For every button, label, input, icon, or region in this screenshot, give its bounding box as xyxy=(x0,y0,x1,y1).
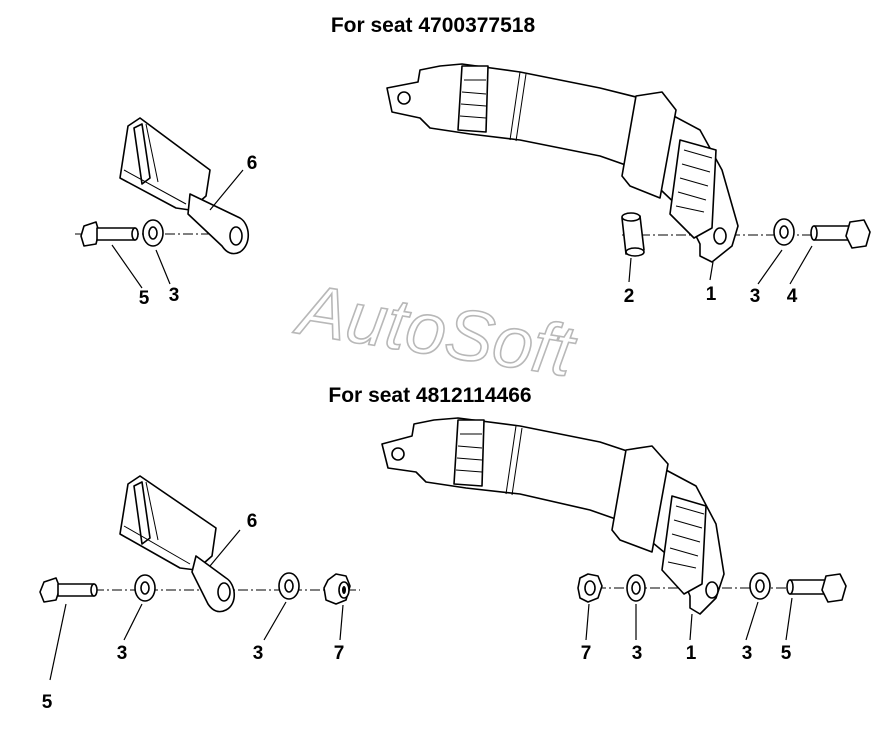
washer-part xyxy=(278,572,300,600)
callout-top-left-washer: 3 xyxy=(169,285,180,306)
buckle-part xyxy=(119,475,236,613)
washer-part xyxy=(626,574,646,602)
callout-top-left-bolt: 5 xyxy=(139,288,150,309)
belt-part xyxy=(386,63,739,263)
callout-bottom-left-nut: 7 xyxy=(334,643,345,664)
buckle-part xyxy=(119,117,250,255)
callout-top-right-bolt: 4 xyxy=(787,286,798,307)
spacer-part xyxy=(621,212,645,257)
belt-part xyxy=(381,417,725,615)
callout-top-right-washer: 3 xyxy=(750,286,761,307)
nut-part xyxy=(323,573,351,605)
callout-bottom-right-belt: 1 xyxy=(686,643,697,664)
callout-bottom-right-washer-a: 3 xyxy=(632,643,643,664)
washer-part xyxy=(134,574,156,602)
bolt-part xyxy=(810,219,871,249)
bottom-right-belt-assembly: 7 3 1 3 5 xyxy=(381,417,847,664)
title-seat-bottom: For seat 4812114466 xyxy=(328,384,531,407)
bolt-part xyxy=(786,573,847,603)
top-right-belt-assembly: 2 1 3 4 xyxy=(386,63,871,307)
callout-bottom-left-washer-a: 3 xyxy=(117,643,128,664)
callout-bottom-left-washer-b: 3 xyxy=(253,643,264,664)
bolt-part xyxy=(39,577,98,603)
callout-bottom-right-washer-b: 3 xyxy=(742,643,753,664)
washer-part xyxy=(749,572,771,600)
callout-bottom-left-buckle: 6 xyxy=(247,511,258,532)
title-seat-top: For seat 4700377518 xyxy=(331,14,536,37)
nut-part xyxy=(577,573,603,603)
callout-bottom-left-bolt: 5 xyxy=(42,692,53,713)
watermark-text: AutoSoft xyxy=(290,269,582,392)
callout-bottom-right-bolt: 5 xyxy=(781,643,792,664)
bolt-part xyxy=(80,221,139,247)
callout-top-right-belt: 1 xyxy=(706,284,717,305)
washer-part xyxy=(773,218,795,246)
bottom-left-buckle-assembly: 6 5 3 3 7 xyxy=(39,475,360,713)
top-left-buckle-assembly: 6 5 3 xyxy=(75,117,258,309)
callout-bottom-right-nut: 7 xyxy=(581,643,592,664)
callout-top-left-buckle: 6 xyxy=(247,153,258,174)
washer-part xyxy=(142,219,164,247)
callout-top-right-spacer: 2 xyxy=(624,286,635,307)
